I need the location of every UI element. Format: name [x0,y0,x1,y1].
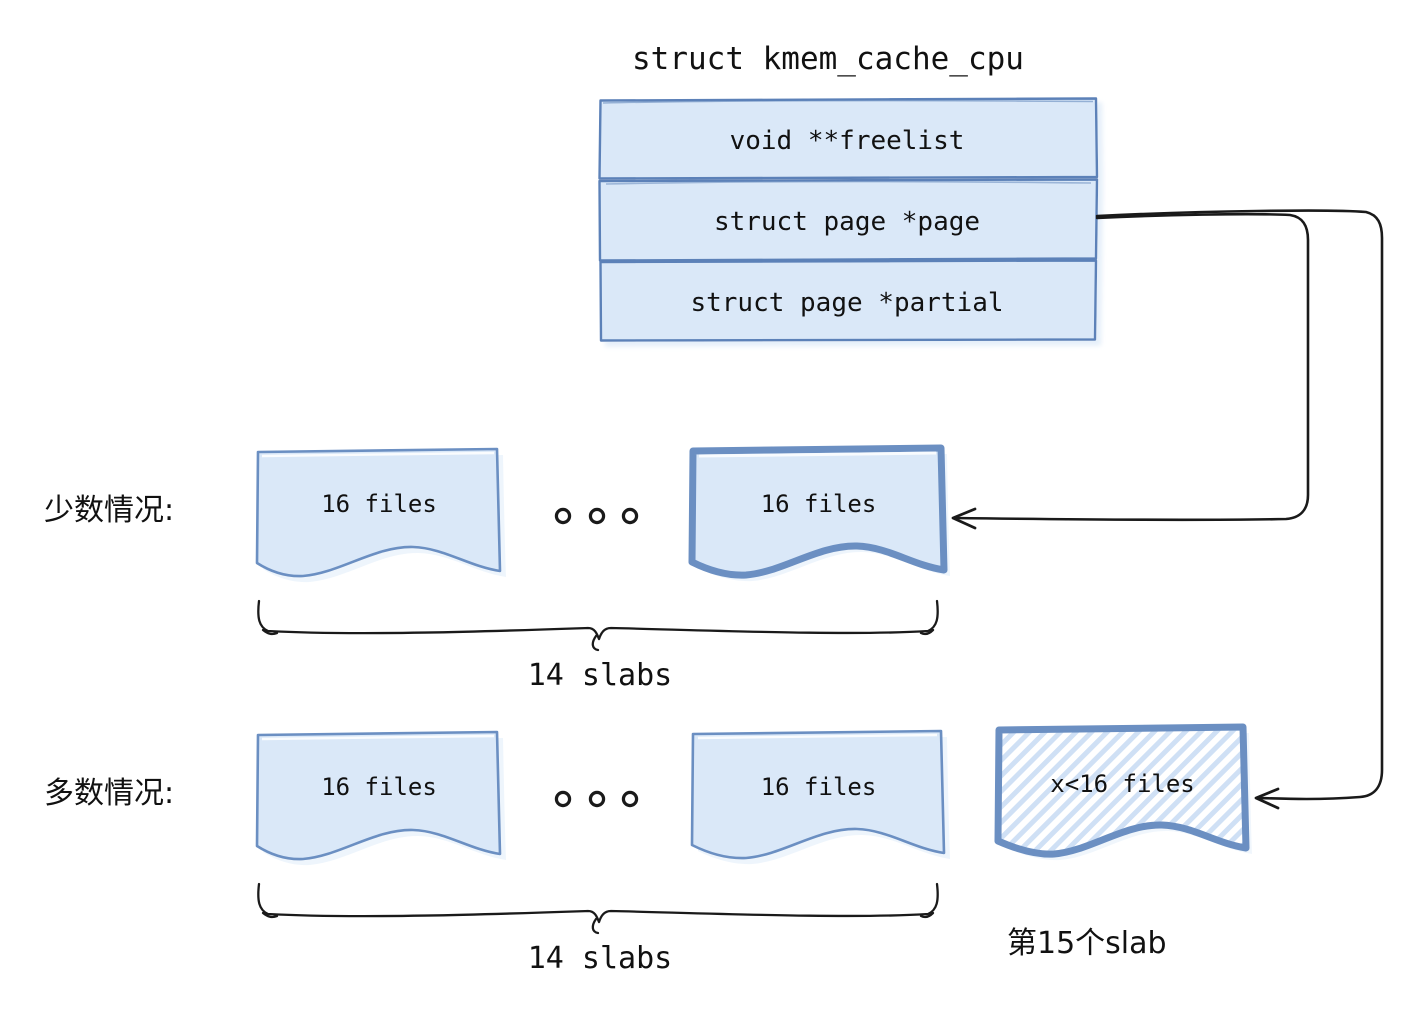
curly-brace-icon-row2 [257,882,939,935]
struct-field-row-page [598,178,1099,262]
arrow-icon-page-to-slab [951,212,1310,530]
struct-field-label-freelist: void **freelist [729,126,965,156]
slab-row2-partial-hatched [994,723,1252,861]
partial-slab-caption: 第15个slab [1007,926,1167,961]
brace-label-row1: 14 slabs [527,658,673,693]
slab-row1-active [688,444,950,582]
struct-box [598,97,1099,342]
slab-label-row1-active: 16 files [760,490,877,518]
struct-field-row-freelist [598,97,1099,180]
slab-label-row2-first: 16 files [321,773,437,801]
curly-brace-icon-row1 [257,599,939,652]
ellipsis-icon-row1 [554,507,639,525]
slab-row1-first [255,447,506,583]
slab-label-row2-last: 16 files [760,773,877,801]
slab-row2-last [690,729,950,865]
struct-field-row-partial [599,259,1098,342]
brace-label-row2: 14 slabs [527,941,673,976]
case-label-minority: 少数情况: [44,493,175,528]
struct-field-label-partial: struct page *partial [690,288,1004,318]
struct-title: struct kmem_cache_cpu [632,41,1024,77]
case-label-majority: 多数情况: [44,776,175,811]
slab-label-row1-first: 16 files [321,490,437,518]
slab-label-row2-partial: x<16 files [1050,770,1195,798]
arrow-icon-page-to-partial-slab [1095,209,1384,810]
struct-field-label-page: struct page *page [713,207,981,237]
ellipsis-icon-row2 [554,790,639,808]
slab-row2-first [255,730,506,866]
